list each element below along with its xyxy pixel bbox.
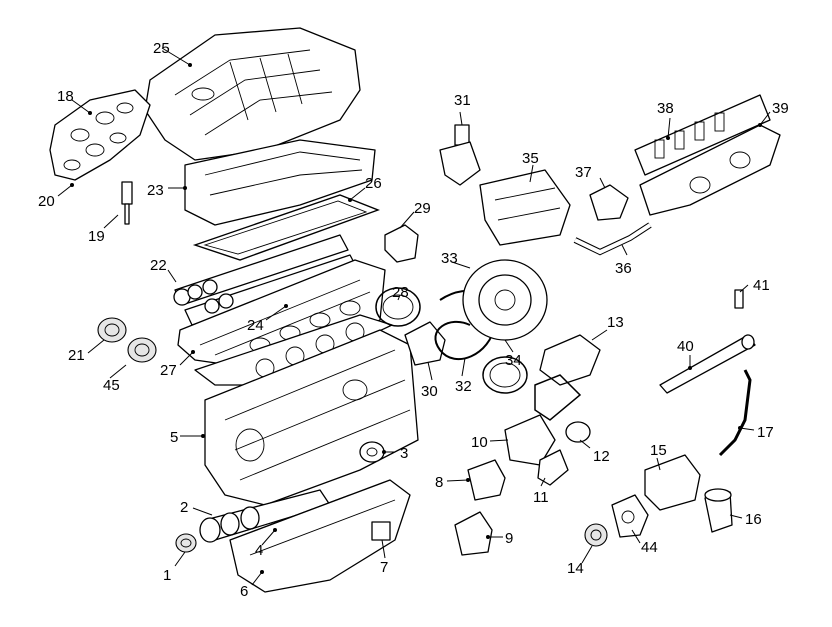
fuel-injection-pump [644, 454, 701, 511]
callout-11: 11 [533, 489, 549, 506]
oil-pressure-switch [359, 441, 385, 463]
callout-37: 37 [575, 164, 592, 181]
cylinder-head-cover [184, 139, 376, 226]
egr-valve [439, 124, 481, 186]
rail-pressure-sensor [734, 289, 744, 309]
engine-mount [454, 511, 493, 556]
leader-lines [57, 47, 771, 586]
callout-40: 40 [677, 338, 694, 355]
oil-filter-housing [704, 488, 733, 533]
callout-5: 5 [170, 429, 178, 446]
water-outlet [539, 334, 601, 386]
intake-manifold-gasket [634, 94, 771, 176]
callout-38: 38 [657, 100, 674, 117]
callout-labels: 25 18 20 19 23 26 22 24 29 21 45 27 31 3… [38, 40, 789, 600]
camshafts [173, 234, 359, 326]
callout-34: 34 [505, 352, 522, 369]
crankshaft [199, 489, 331, 543]
callout-7: 7 [380, 559, 388, 576]
callout-18: 18 [57, 88, 74, 105]
callout-1: 1 [163, 567, 171, 584]
callout-31: 31 [454, 92, 471, 109]
callout-33: 33 [441, 250, 458, 267]
seal-ring-34 [482, 356, 528, 394]
camshaft-pulley [97, 317, 127, 343]
oil-pan [229, 479, 411, 593]
thermostat [504, 414, 556, 466]
seal-ring-28 [375, 287, 421, 327]
callout-9: 9 [505, 530, 513, 547]
callout-19: 19 [88, 228, 105, 245]
callout-32: 32 [455, 378, 472, 395]
engine-cover [144, 27, 361, 161]
fuel-rail [659, 334, 756, 394]
callout-22: 22 [150, 257, 167, 274]
callout-4: 4 [255, 542, 263, 559]
callout-12: 12 [593, 448, 610, 465]
hose-connector [565, 421, 591, 443]
callout-24: 24 [247, 317, 264, 334]
water-pump [462, 259, 548, 341]
head-cover-gasket [192, 194, 380, 261]
pump-flange [611, 494, 649, 538]
callout-25: 25 [153, 40, 170, 57]
callout-45: 45 [103, 377, 120, 394]
callout-35: 35 [522, 150, 539, 167]
callout-20: 20 [38, 193, 55, 210]
pulley-14 [584, 523, 608, 547]
callout-23: 23 [147, 182, 164, 199]
glow-plug [121, 181, 133, 225]
crankshaft-pulley [175, 533, 197, 553]
egr-pipe [573, 222, 652, 256]
callout-14: 14 [567, 560, 584, 577]
intake-throttle [589, 184, 629, 221]
drain-plug [371, 521, 391, 541]
callout-8: 8 [435, 474, 443, 491]
callout-44: 44 [641, 539, 658, 556]
callout-26: 26 [365, 175, 382, 192]
callout-2: 2 [180, 499, 188, 516]
engine-mount-bracket [467, 459, 506, 501]
callout-28: 28 [392, 284, 409, 301]
callout-27: 27 [160, 362, 177, 379]
callout-15: 15 [650, 442, 667, 459]
thermostat-filter [537, 449, 569, 486]
callout-10: 10 [471, 434, 488, 451]
callout-17: 17 [757, 424, 774, 441]
water-outlet-gasket [534, 374, 582, 421]
callout-39: 39 [772, 100, 789, 117]
thermostat-housing [404, 321, 446, 366]
callout-41: 41 [753, 277, 770, 294]
callout-3: 3 [400, 445, 408, 462]
camshaft-pulley-2 [127, 337, 157, 363]
callout-29: 29 [414, 200, 431, 217]
fuel-pipe [718, 369, 752, 457]
callout-6: 6 [240, 583, 248, 600]
coolant-sensor [384, 224, 419, 263]
exhaust-manifold-gasket [49, 89, 151, 181]
engine-block [204, 329, 419, 506]
callout-16: 16 [745, 511, 762, 528]
callout-13: 13 [607, 314, 624, 331]
callout-21: 21 [68, 347, 85, 364]
callout-36: 36 [615, 260, 632, 277]
callout-30: 30 [421, 383, 438, 400]
egr-cooler [479, 169, 571, 246]
